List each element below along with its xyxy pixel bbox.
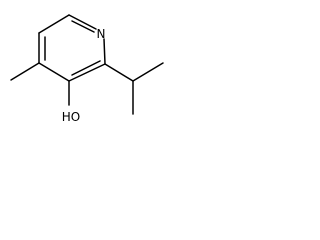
bond-c3-c2 [68,63,106,82]
bond-c6-c5 [38,14,70,34]
atom-label-nitrogen: N [97,27,106,41]
bond-c6-n1 [68,14,97,30]
chemical-structure-diagram: N HO [10,14,164,124]
bond-n1-c2 [103,38,106,65]
bond-c6-n1-double [71,20,95,33]
bond-c4-c3 [38,62,70,82]
bond-c4-methyl [10,62,40,81]
bond-isopropyl-methyl-top [132,62,164,82]
bond-c3-c2-double [71,60,101,76]
atom-label-hydroxyl: HO [62,110,80,124]
bond-c2-isopropyl [104,63,134,82]
